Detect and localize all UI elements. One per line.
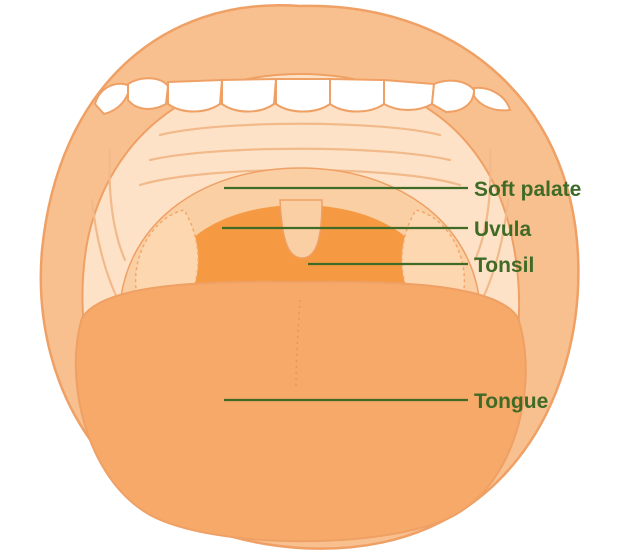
tonsil-label: Tonsil: [474, 254, 534, 277]
upper-teeth: [95, 78, 510, 114]
tongue-label: Tongue: [474, 390, 548, 413]
soft-palate-label: Soft palate: [474, 178, 581, 201]
uvula-label: Uvula: [474, 218, 532, 241]
tongue: [76, 282, 526, 542]
